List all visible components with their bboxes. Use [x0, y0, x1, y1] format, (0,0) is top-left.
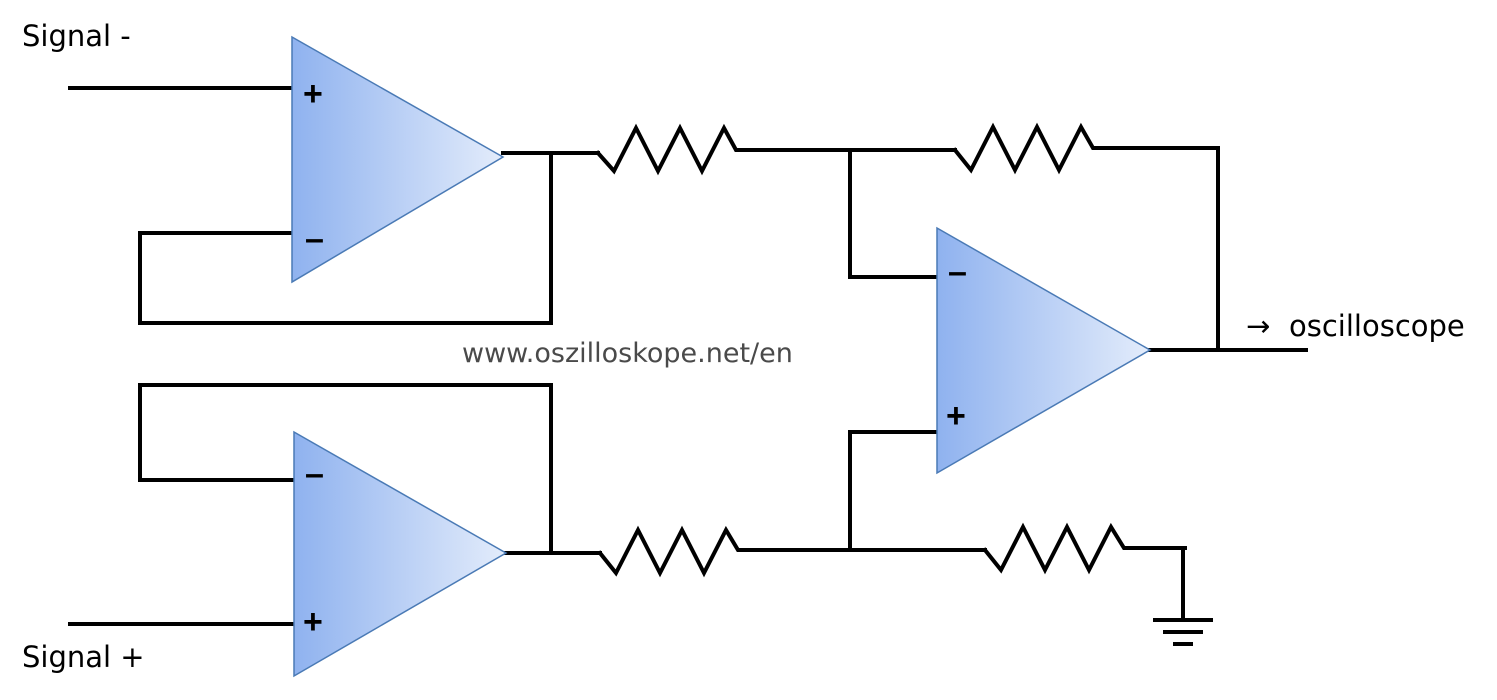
resistor-feedback: [952, 122, 1152, 175]
ground-icon: [1153, 618, 1213, 646]
opamp-bottom-left-triangle: [293, 430, 508, 678]
resistor-ground: [982, 522, 1187, 575]
opamp-top-left-plus-sign: +: [303, 75, 323, 113]
signal-plus-label: Signal +: [22, 640, 145, 674]
watermark-url: www.oszilloskope.net/en: [462, 338, 793, 369]
resistor-top-input: [595, 123, 792, 176]
opamp-bottom-left: – +: [68, 383, 602, 678]
top-buffer-feedback-wire: [138, 151, 553, 325]
opamp-top-left-triangle: [291, 35, 505, 284]
opamp-top-left-minus-sign: –: [305, 220, 324, 258]
opamp-right-triangle: [936, 226, 1152, 475]
opamp-bottom-left-plus-sign: +: [303, 603, 323, 641]
opamp-top-left: + –: [68, 35, 600, 325]
opamp-right-plus-sign: +: [946, 397, 966, 435]
signal-minus-label: Signal -: [22, 19, 131, 53]
opamp-bottom-left-minus-sign: –: [305, 455, 324, 493]
output-label-oscilloscope: oscilloscope: [1289, 309, 1465, 343]
opamp-right-minus-sign: –: [948, 253, 967, 291]
feedback-to-output-wire: [1148, 146, 1220, 352]
output-arrow-icon: →: [1246, 309, 1270, 343]
inverting-input-wire: [848, 148, 939, 279]
opamp-right: – +: [936, 226, 1152, 475]
noninverting-input-wire: [848, 430, 939, 552]
resistor-bottom-input: [597, 525, 792, 578]
bottom-buffer-feedback-wire: [138, 383, 553, 555]
